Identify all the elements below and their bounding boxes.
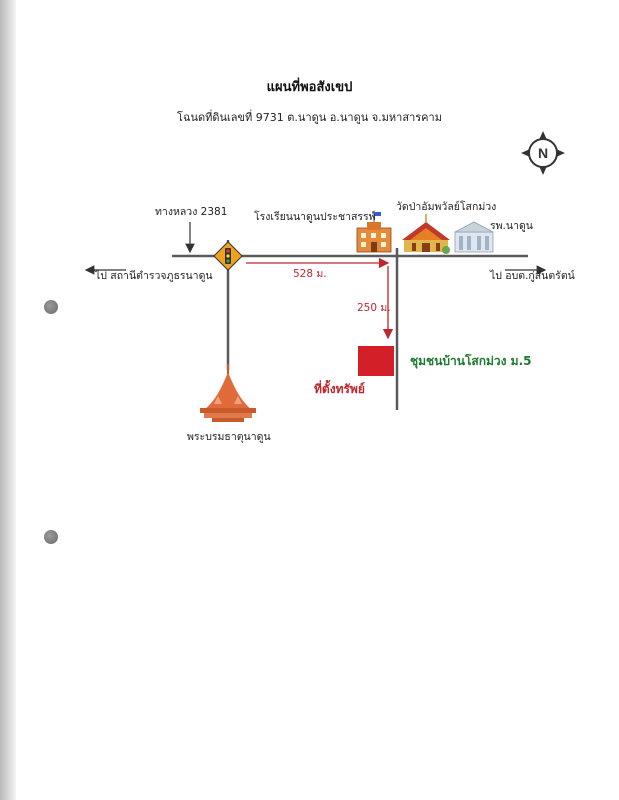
property-label: ที่ตั้งทรัพย์ <box>314 382 365 396</box>
temple-icon <box>402 214 450 254</box>
distance-250m-label: 250 ม. <box>357 302 391 314</box>
compass-letter: N <box>538 145 548 161</box>
hospital-building-icon <box>454 221 494 253</box>
community-label: ชุมชนบ้านโสกม่วง ม.5 <box>410 354 532 368</box>
paper-sheet <box>16 0 619 800</box>
to-police-station-label: ไป สถานีตำรวจภูธรนาดูน <box>95 270 213 282</box>
property-marker <box>358 346 394 376</box>
traffic-light-sign-icon <box>213 241 243 271</box>
hospital-label: รพ.นาดูน <box>490 220 533 232</box>
distance-528m-label: 528 ม. <box>293 268 327 280</box>
stupa-label: พระบรมธาตุนาดูน <box>187 431 271 443</box>
punch-hole-bottom <box>44 530 58 544</box>
scan-left-edge <box>0 0 16 800</box>
north-arrow-compass-icon: N <box>521 131 565 175</box>
stupa-icon <box>200 364 256 422</box>
highway-2381-label: ทางหลวง 2381 <box>155 206 228 218</box>
temple-label: วัดป่าอัมพวัลย์โสกม่วง <box>396 201 497 213</box>
to-sao-label: ไป อบต.กู่สันตรัตน์ <box>490 270 575 282</box>
map-title: แผนที่พอสังเขป <box>266 80 353 95</box>
school-label: โรงเรียนนาดูนประชาสรรพ์ <box>254 211 376 223</box>
map-subtitle: โฉนดที่ดินเลขที่ 9731 ต.นาดูน อ.นาดูน จ.… <box>177 111 442 124</box>
punch-hole-top <box>44 300 58 314</box>
school-building-icon <box>356 212 392 253</box>
